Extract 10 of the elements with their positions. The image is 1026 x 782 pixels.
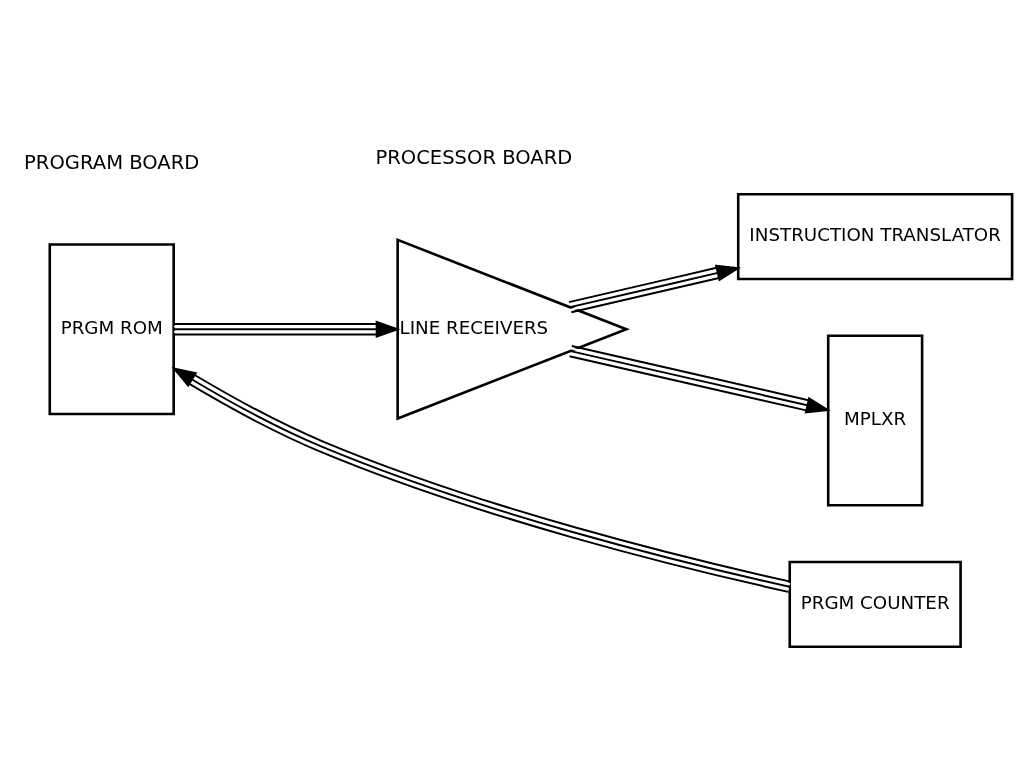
label: PROGRAM BOARD <box>24 150 200 174</box>
arrow <box>171 366 792 593</box>
arrow <box>568 344 831 414</box>
arrow <box>568 264 741 313</box>
arrow <box>173 320 401 338</box>
node-box: MPLXR <box>826 333 924 507</box>
label: PROCESSOR BOARD <box>375 145 573 169</box>
node-box: INSTRUCTION TRANSLATOR <box>736 192 1014 280</box>
node-box: PRGM ROM <box>48 242 175 415</box>
node-box: PRGM COUNTER <box>788 560 962 648</box>
